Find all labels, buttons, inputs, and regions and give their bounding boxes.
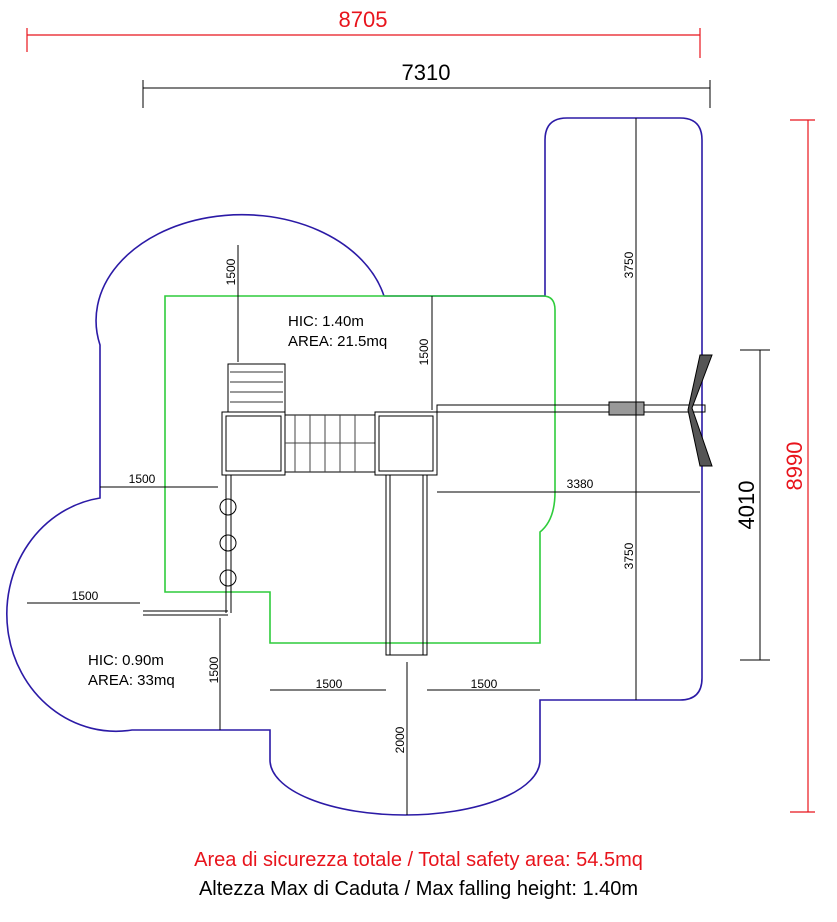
safety-zone-outline xyxy=(6,117,703,816)
dim-far-left-clearance: 1500 xyxy=(72,589,99,603)
dim-structure-width: 7310 xyxy=(402,60,451,85)
dim-swing-top: 3750 xyxy=(622,251,636,278)
dim-beam-length: 3380 xyxy=(567,477,594,491)
red-dimensions xyxy=(26,28,815,813)
total-safety-area: Area di sicurezza totale / Total safety … xyxy=(194,849,643,871)
dim-upper-right-clearance: 1500 xyxy=(417,338,431,365)
dim-left-clearance: 1500 xyxy=(129,472,156,486)
max-falling-height: Altezza Max di Caduta / Max falling heig… xyxy=(198,878,639,900)
zone-hic-low: HIC: 0.90m xyxy=(88,652,164,669)
dim-slide-right: 1500 xyxy=(471,677,498,691)
play-structure xyxy=(143,354,713,656)
black-dimensions xyxy=(27,80,770,815)
dim-slide-exit: 2000 xyxy=(393,726,407,753)
zone-area-high: AREA: 21.5mq xyxy=(288,333,387,350)
dim-swing-bottom: 3750 xyxy=(622,542,636,569)
zone-hic-high: HIC: 1.40m xyxy=(288,313,364,330)
dim-overall-depth: 8990 xyxy=(782,442,807,491)
dim-slide-left: 1500 xyxy=(316,677,343,691)
dim-top-clearance: 1500 xyxy=(224,258,238,285)
hic-zone-outline xyxy=(164,295,556,644)
dim-overall-width: 8705 xyxy=(339,7,388,32)
zone-area-low: AREA: 33mq xyxy=(88,672,175,689)
dim-lower-left-clearance: 1500 xyxy=(207,656,221,683)
dim-swing-depth: 4010 xyxy=(734,481,759,530)
